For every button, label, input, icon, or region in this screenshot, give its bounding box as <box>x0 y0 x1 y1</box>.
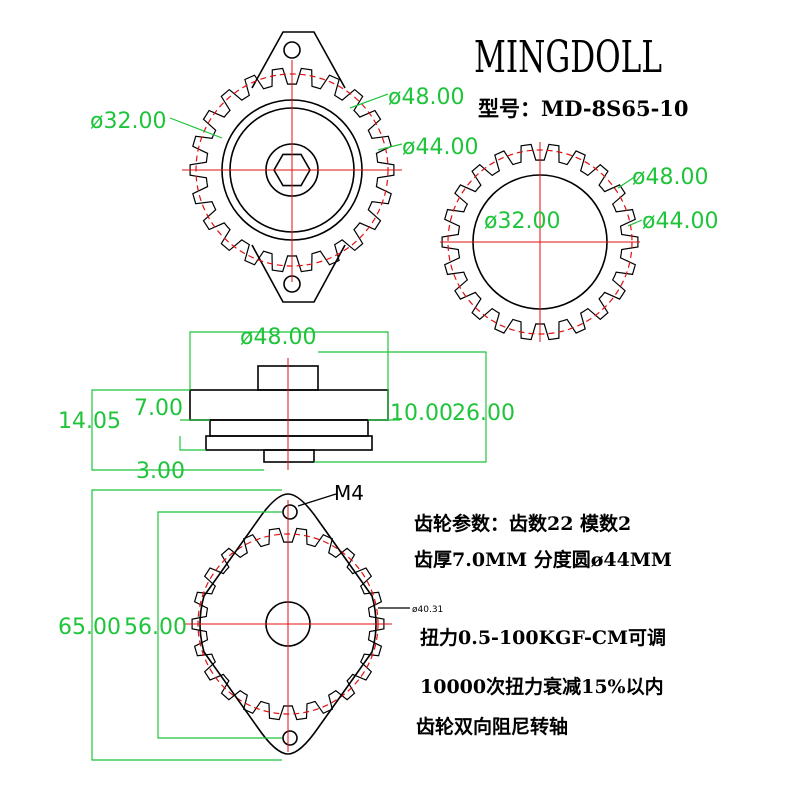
label-m4: M4 <box>334 481 364 505</box>
dim-line-overall <box>314 351 487 463</box>
bracket-body <box>199 493 377 755</box>
spacer-plate <box>209 419 369 437</box>
dim-side-total: 14.05 <box>58 409 121 434</box>
dim-pitch-diameter: ø44.00 <box>402 135 478 160</box>
dim-small-pitch: ø40.31 <box>412 605 443 615</box>
dim-body-height: 10.00 <box>390 401 453 426</box>
dim-gear-thickness: 7.00 <box>134 396 183 421</box>
leader-pitch <box>377 143 403 151</box>
dim-root-diameter: ø32.00 <box>90 109 166 134</box>
spec-line-2: 齿厚7.0MM 分度圆ø44MM <box>414 548 672 571</box>
base-flange <box>205 435 373 451</box>
spec-block: 齿轮参数：齿数22 模数2 齿厚7.0MM 分度圆ø44MM 扭力0.5-100… <box>414 512 672 738</box>
leader-outer <box>349 93 389 109</box>
leader-m4 <box>297 493 337 507</box>
gear-body <box>189 389 389 421</box>
dim-line-outer <box>91 489 282 761</box>
shaft-stub <box>263 449 315 463</box>
dim-pitch-diameter: ø44.00 <box>642 209 718 234</box>
dim-line-body <box>368 390 400 421</box>
dim-length-inner: 56.00 <box>124 615 187 640</box>
dim-length-outer: 65.00 <box>58 615 121 640</box>
model-number: 型号：MD-8S65-10 <box>478 96 689 121</box>
leader-root <box>169 117 223 139</box>
spec-line-4: 10000次扭力衰减15%以内 <box>420 675 664 698</box>
dim-root-diameter: ø32.00 <box>484 209 560 234</box>
dim-line-width <box>189 331 389 390</box>
dim-overall: 26.00 <box>452 401 515 426</box>
dim-outer-diameter: ø48.00 <box>388 85 464 110</box>
side-view: ø48.00 14.05 7.00 3.00 10.00 26.00 <box>58 325 515 484</box>
mount-hole-top <box>283 41 301 59</box>
spec-line-1: 齿轮参数：齿数22 模数2 <box>414 512 631 535</box>
dim-base-thickness: 3.00 <box>136 459 185 484</box>
front-view-gear-bracket: ø32.00 ø48.00 ø44.00 <box>90 31 478 303</box>
m4-hole-bottom <box>282 730 298 746</box>
bottom-view: M4 ø40.31 65.00 56.00 <box>58 481 443 761</box>
bracket-bottom-flange <box>251 244 346 303</box>
m4-hole-top <box>282 504 298 520</box>
bracket-top-flange <box>251 31 346 89</box>
leader-outer <box>617 175 637 189</box>
dim-outer-diameter: ø48.00 <box>632 165 708 190</box>
dim-line-base <box>179 436 206 451</box>
spec-line-5: 齿轮双向阻尼转轴 <box>416 715 568 738</box>
spec-line-3: 扭力0.5-100KGF-CM可调 <box>420 626 666 649</box>
dim-line-total <box>91 389 264 471</box>
front-view-gear-only: ø32.00 ø48.00 ø44.00 <box>440 142 718 342</box>
dim-side-width: ø48.00 <box>240 325 316 350</box>
brand-title: MINGDOLL <box>474 32 662 83</box>
leader-pitch <box>627 219 643 227</box>
dim-line-inner <box>157 511 282 739</box>
